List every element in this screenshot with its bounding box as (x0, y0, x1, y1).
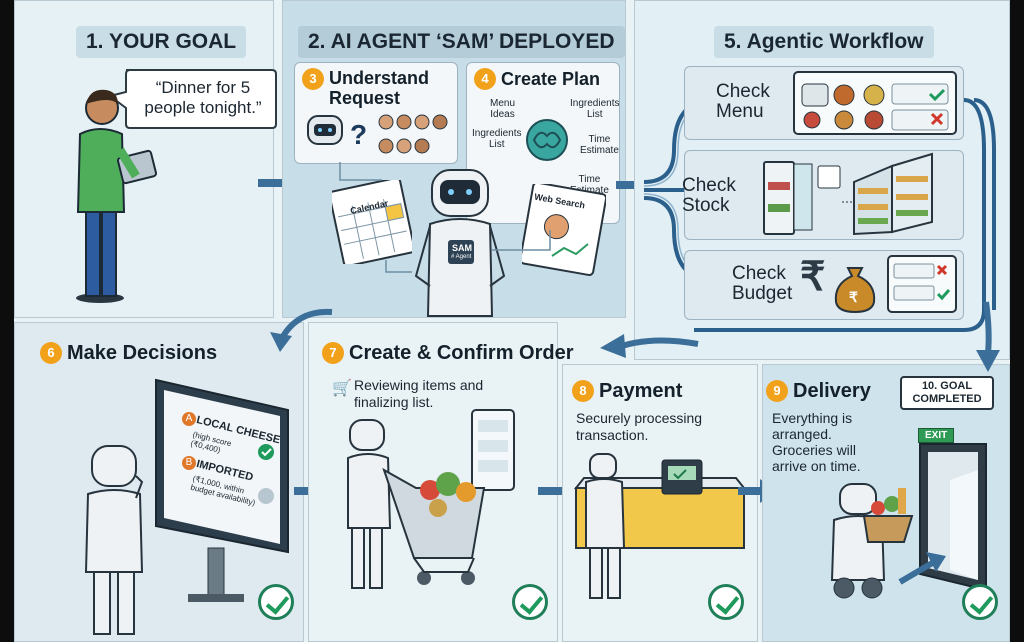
arrow-5-to-9 (976, 301, 1000, 372)
step3-number: 3 (302, 68, 324, 90)
arrow-5-to-7 (600, 334, 699, 358)
arrow-2-to-6 (270, 308, 333, 352)
goal-quote: “Dinner for 5 people tonight.” (144, 78, 262, 117)
option-b-letter: B (182, 456, 196, 470)
step9-check-icon (962, 584, 998, 620)
arrow-to-exit (898, 552, 946, 585)
speech-bubble (107, 69, 277, 129)
step1-title: 1. YOUR GOAL (76, 26, 247, 58)
step7-check-icon (512, 584, 548, 620)
rupee-icon: ₹ (800, 255, 826, 299)
step8-number: 8 (572, 380, 594, 402)
robot-question-icon: ? (307, 114, 448, 154)
check-stock-label: Check Stock (682, 175, 736, 216)
option-a-letter: A (182, 412, 196, 426)
step9-desc: Everything is arranged. Groceries will a… (772, 410, 861, 474)
sam-badge: SAM (452, 243, 472, 253)
infographic: 1. YOUR GOAL “Dinner for 5 people tonigh… (14, 0, 1010, 642)
step6-number: 6 (40, 342, 62, 364)
step6-check-icon (258, 584, 294, 620)
svg-text:?: ? (350, 119, 367, 150)
delivery-robot-illustration (830, 483, 914, 599)
decision-checks-icon (258, 444, 274, 504)
robot-thinking-illustration (84, 445, 144, 635)
plan-label-menu: Menu Ideas (490, 98, 516, 120)
plan-label-time-1: Time Estimate (580, 134, 619, 156)
step9-number: 9 (766, 380, 788, 402)
menu-screen-icon (793, 71, 957, 135)
svg-text:₹: ₹ (849, 289, 858, 305)
check-menu-label: Check Menu (716, 81, 770, 122)
exit-door-illustration (919, 443, 987, 592)
check-budget-label: Check Budget (732, 263, 793, 304)
step8-check-icon (708, 584, 744, 620)
step7-number: 7 (322, 342, 344, 364)
sam-badge-sub: # Agent (451, 254, 472, 260)
step7-desc: Reviewing items and finalizing list. (354, 377, 484, 410)
step8-desc: Securely processing transaction. (576, 410, 703, 443)
budget-card-icon (887, 255, 957, 313)
plan-label-ingredients-1: Ingredients List (570, 98, 620, 120)
step2-title: 2. AI AGENT ‘SAM’ DEPLOYED (298, 26, 625, 58)
plan-label-ingredients-2: Ingredients List (472, 128, 522, 150)
brain-icon (526, 119, 568, 161)
exit-sign: EXIT (918, 428, 955, 443)
calendar-card (332, 180, 412, 264)
plan-label-time-2: Time Estimate (570, 174, 609, 196)
person-illustration (76, 89, 158, 303)
sam-robot-illustration (414, 169, 506, 317)
cart-small-icon: 🛒 (332, 380, 352, 397)
step5-title: 5. Agentic Workflow (714, 26, 934, 58)
payment-counter-illustration (573, 453, 747, 599)
money-bag-icon: ₹ (834, 267, 876, 314)
panel2-connectors (339, 162, 551, 273)
step4-number: 4 (474, 68, 496, 90)
cart-robot-illustration (347, 409, 515, 589)
fridge-shelves-icon (763, 152, 933, 236)
goal-completed-badge: 10. GOAL COMPLETED (900, 376, 994, 410)
